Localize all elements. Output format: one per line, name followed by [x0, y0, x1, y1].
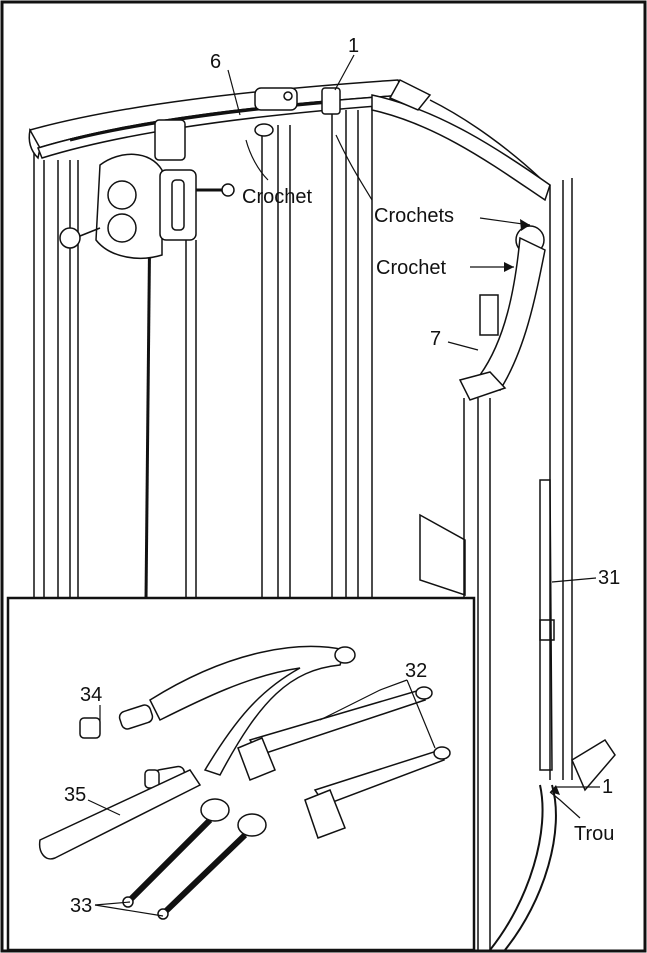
label-crochet-right: Crochet [376, 257, 446, 279]
label-part-1-top: 1 [348, 35, 359, 57]
leader-lines [87, 54, 600, 917]
label-part-6: 6 [210, 51, 221, 73]
label-part-35: 35 [64, 784, 86, 806]
label-crochets: Crochets [374, 205, 454, 227]
left-frame [33, 95, 373, 600]
label-part-34: 34 [80, 684, 102, 706]
label-part-1-bottom: 1 [602, 776, 613, 798]
cable [144, 199, 152, 601]
label-part-7: 7 [430, 328, 441, 350]
label-part-32: 32 [405, 660, 427, 682]
top-arm [28, 79, 407, 160]
label-part-31: 31 [598, 567, 620, 589]
arrowheads [504, 219, 560, 795]
pulley-assembly [59, 119, 235, 259]
single-handles [237, 686, 451, 839]
right-arm [371, 79, 551, 401]
label-trou: Trou [574, 823, 614, 845]
label-part-33: 33 [70, 895, 92, 917]
label-crochet-left: Crochet [242, 186, 312, 208]
